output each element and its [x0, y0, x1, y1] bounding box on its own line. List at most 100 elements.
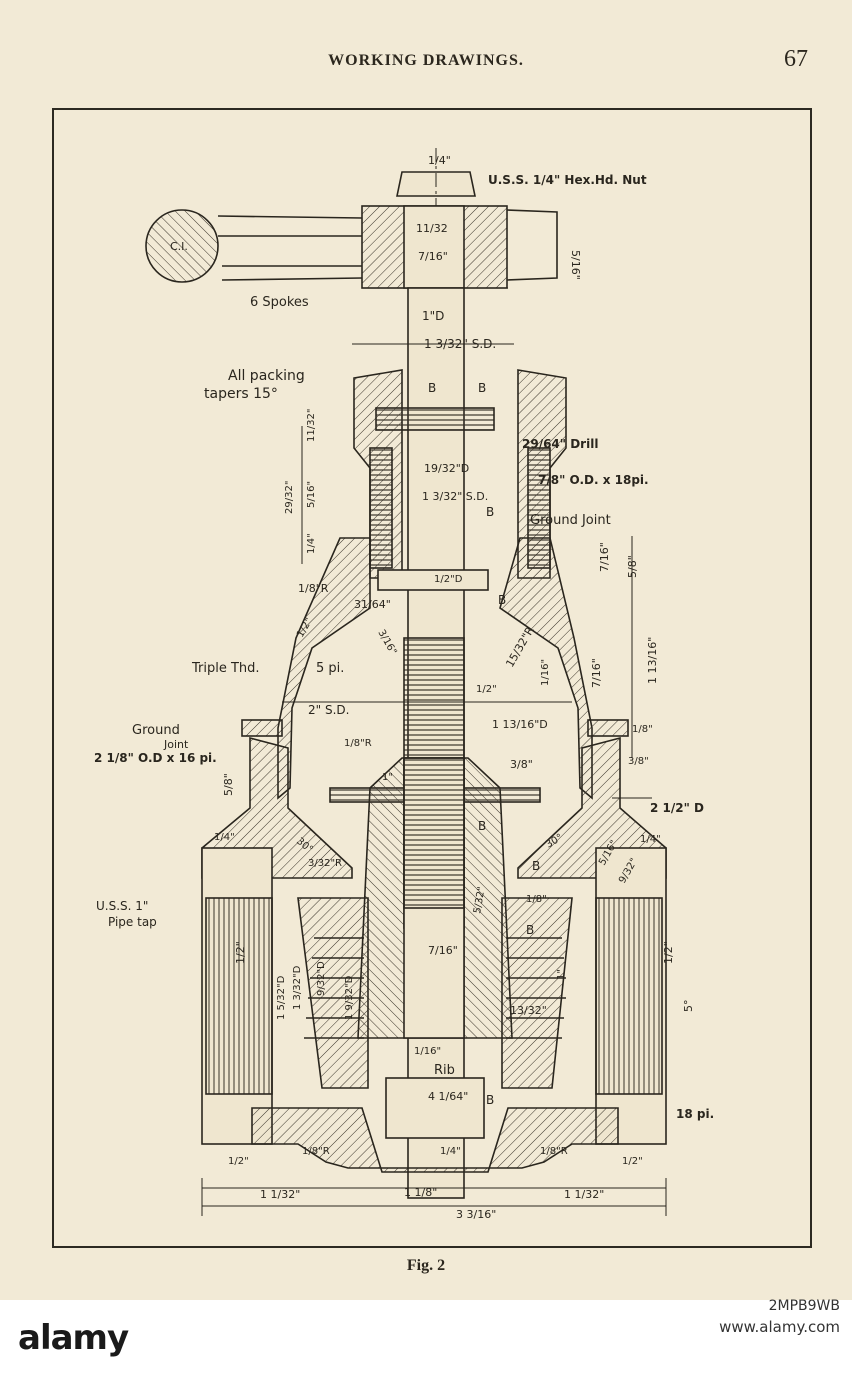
- figure-caption: Fig. 2: [406, 1257, 446, 1274]
- handwheel-rim: [145, 209, 219, 283]
- label-packing-2: tapers 15°: [204, 386, 278, 402]
- dim-lines: [201, 287, 667, 1216]
- label-v-3-8: 3/8": [510, 758, 533, 771]
- label-v-7-16-b: 7/16": [590, 658, 603, 688]
- label-packing-1: All packing: [228, 368, 305, 384]
- label-v-7-16-a: 7/16": [598, 542, 611, 572]
- label-v-5-8-a: 5/8": [626, 555, 639, 578]
- label-b-8: B: [486, 1093, 494, 1107]
- bonnet-left: [277, 537, 371, 800]
- label-d-2-1-2: 2 1/2" D: [650, 801, 704, 815]
- label-b-1: B: [428, 381, 436, 395]
- label-sd-2: 2" S.D.: [308, 703, 349, 717]
- label-dim-5-32: 5/32": [472, 886, 488, 915]
- label-v-1-4: 1/4": [306, 533, 317, 554]
- label-r-1-8-b: 1/8"R: [344, 738, 372, 749]
- label-dim-3-16: 3/16": [375, 628, 398, 657]
- label-dim-1-2-r: 1/2": [662, 941, 675, 964]
- page-number: 67: [784, 46, 808, 72]
- seat-rings-right: [506, 937, 566, 1039]
- pipe-thread-right: [595, 897, 663, 1095]
- label-d-1-9-32-v: 1 9/32"D: [344, 975, 355, 1020]
- spoke-right: [506, 209, 558, 281]
- label-bot-1-1-8: 1 1/8": [404, 1186, 437, 1199]
- label-uss-1: U.S.S. 1": [96, 899, 148, 913]
- label-bottom-1-8-r1: 1/8"R: [302, 1146, 330, 1157]
- label-bot-1-1-32-l: 1 1/32": [260, 1188, 300, 1201]
- label-bottom-1-8-r2: 1/8"R: [540, 1146, 568, 1157]
- running-head: WORKING DRAWINGS.: [328, 52, 524, 69]
- label-18-pi: 18 pi.: [676, 1107, 714, 1121]
- label-v-5-16: 5/16": [306, 481, 317, 508]
- label-one-d: 1"D: [422, 309, 444, 323]
- alamy-logo: alamy: [18, 1318, 129, 1358]
- label-b-5: B: [478, 819, 486, 833]
- label-dim-1-in: 1": [556, 969, 567, 980]
- seat-left: [297, 897, 369, 1089]
- label-deg-5: 5°: [682, 1000, 695, 1013]
- label-hub-5-16: 5/16": [569, 250, 582, 280]
- bonnet-flange-l: [241, 719, 283, 737]
- label-bot-1-1-32-r: 1 1/32": [564, 1188, 604, 1201]
- valve-drawing: U.S.S. 1/4" Hex.Hd. Nut 1/4" C.I. 11/32 …: [94, 148, 714, 1221]
- seat-right: [501, 897, 573, 1089]
- bottom-plug: [385, 1077, 485, 1139]
- label-uss-2: Pipe tap: [108, 915, 157, 929]
- label-od-7-8: 7/8" O.D. x 18pi.: [538, 473, 649, 487]
- label-v-1-16: 1/16": [540, 659, 551, 686]
- spoke-arm: [217, 215, 363, 281]
- label-b-4: B: [498, 593, 506, 607]
- label-od-2-1-8: 2 1/8" O.D x 16 pi.: [94, 751, 217, 765]
- seat-rings-left: [304, 937, 364, 1039]
- label-v-5-8-b: 5/8": [222, 773, 235, 796]
- label-dim-1-2-l: 1/2": [234, 941, 247, 964]
- label-4-1-64: 4 1/64": [428, 1090, 468, 1103]
- label-d-19-32: 19/32"D: [424, 462, 469, 475]
- stem-collar: [377, 569, 489, 591]
- label-v-1-13-16: 1 13/16": [646, 637, 659, 684]
- bonnet-flange-r: [587, 719, 629, 737]
- label-hub-11-32: 11/32: [416, 222, 448, 235]
- label-dim-1-2-b: 1/2": [476, 684, 497, 695]
- stuffing-box-l: [369, 447, 393, 569]
- label-hex-nut: U.S.S. 1/4" Hex.Hd. Nut: [488, 173, 647, 187]
- label-rib: Rib: [434, 1063, 455, 1078]
- label-gj-1: Ground: [132, 723, 180, 738]
- label-d-1-3-32-v: 1 3/32"D: [292, 965, 303, 1010]
- label-13-32: 13/32": [510, 1004, 547, 1017]
- label-b-6: B: [532, 859, 540, 873]
- label-b-3: B: [486, 505, 494, 519]
- label-bottom-1-2-r: 1/2": [622, 1156, 643, 1167]
- label-b-2: B: [478, 381, 486, 395]
- label-h-3-8: 3/8": [628, 756, 649, 767]
- image-id: 2MPB9WB: [768, 1298, 840, 1314]
- wedge-inner-thread: [403, 757, 465, 909]
- label-triple: Triple Thd.: [191, 661, 260, 676]
- body-right: [517, 736, 667, 879]
- watermark-bar: [0, 1300, 852, 1390]
- label-drill: 29/64" Drill: [522, 437, 598, 451]
- drawing-frame: [52, 108, 812, 1248]
- watermark-url: www.alamy.com: [719, 1318, 840, 1336]
- label-bottom-1-4: 1/4": [440, 1146, 461, 1157]
- label-dim-1-8-wedge: 1/8": [526, 894, 547, 905]
- label-sd-b: 1 3/32" S.D.: [422, 490, 488, 503]
- label-v-11-32: 11/32": [306, 409, 317, 442]
- label-gj-2: Joint: [163, 738, 189, 751]
- label-b-7: B: [526, 923, 534, 937]
- body-bottom: [251, 1107, 619, 1173]
- label-r-3-32: 3/32"R: [308, 858, 342, 869]
- label-dim-1-16: 1/16": [414, 1046, 441, 1057]
- label-v-29-32: 29/32": [284, 481, 295, 514]
- hub-bore: [403, 205, 465, 289]
- pipe-thread-left: [205, 897, 273, 1095]
- label-sd-a: 1 3/32" S.D.: [424, 337, 496, 351]
- label-d-1-2-a: 1/2"D: [434, 574, 463, 585]
- label-d-1-13-16: 1 13/16"D: [492, 718, 548, 731]
- label-r-1-8-a: 1/8"R: [298, 582, 329, 595]
- label-one-in: 1": [382, 772, 393, 783]
- label-bot-3-3-16: 3 3/16": [456, 1208, 496, 1221]
- label-v-7-16-c: 7/16": [428, 944, 458, 957]
- label-ci: C.I.: [170, 240, 188, 253]
- label-ground-joint-top: Ground Joint: [530, 513, 611, 528]
